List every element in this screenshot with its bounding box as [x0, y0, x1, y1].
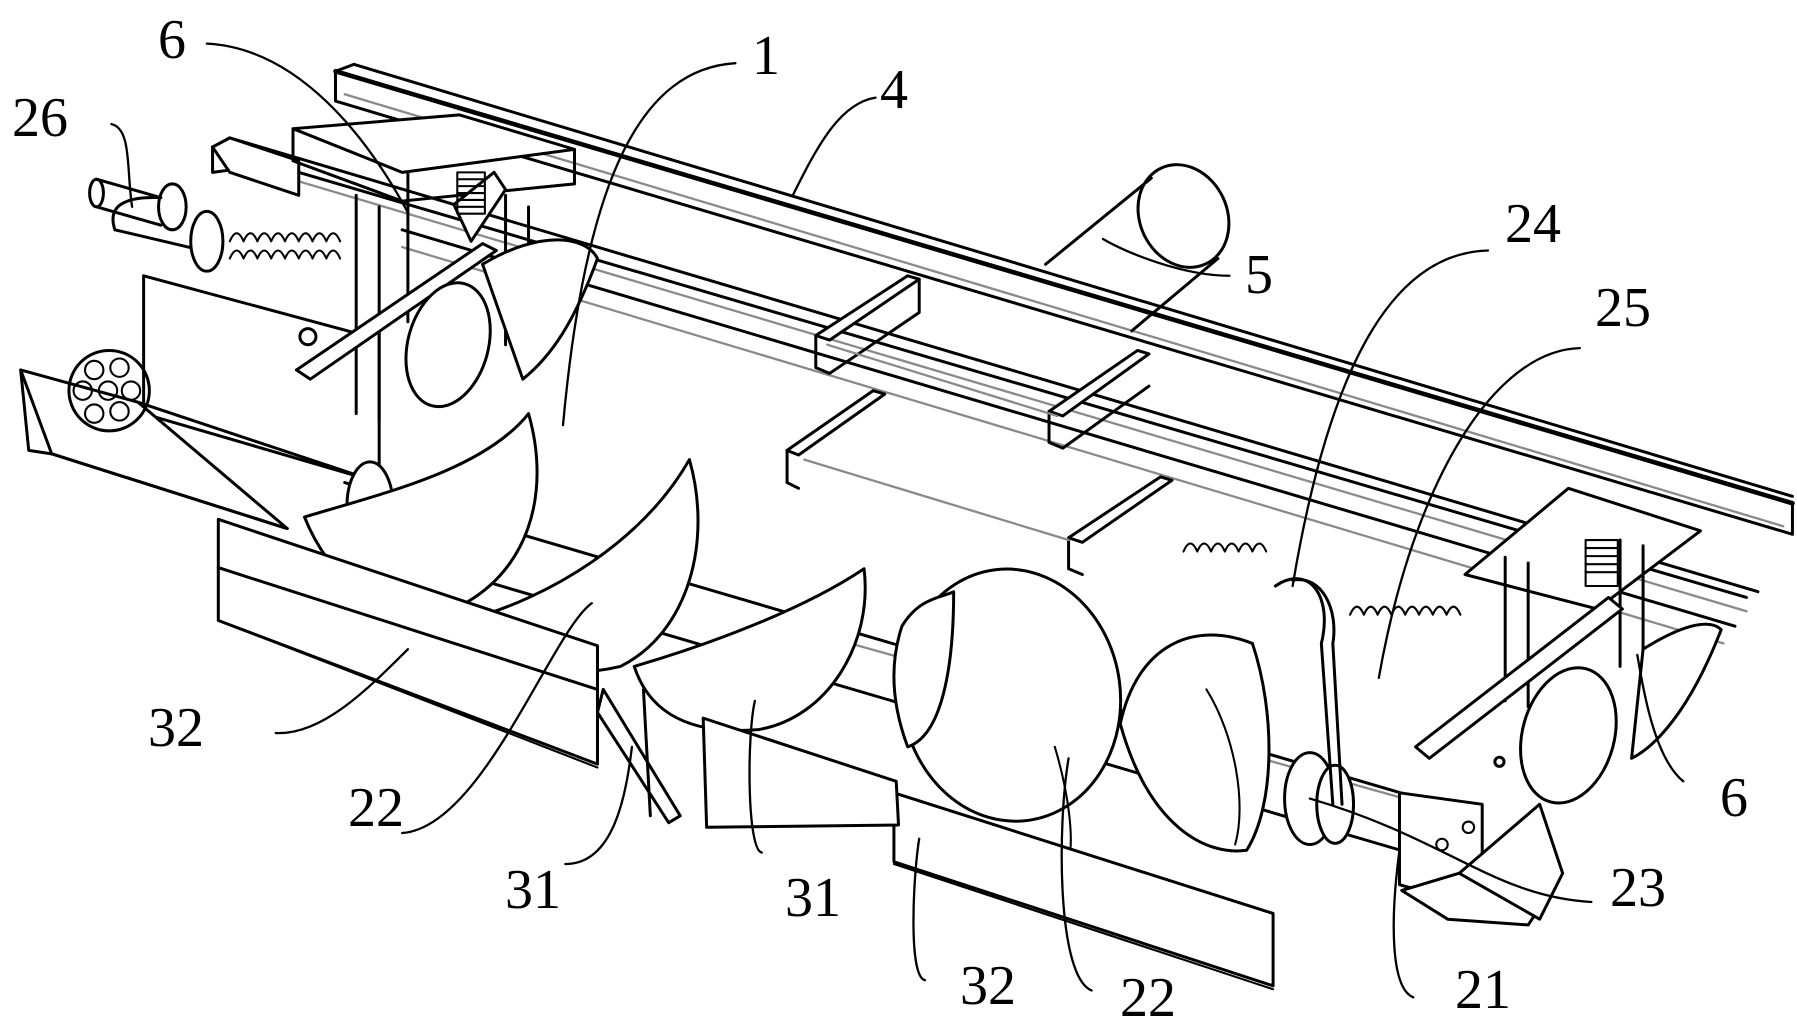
- label-6-left: 6: [158, 9, 186, 71]
- label-22-left: 22: [348, 777, 404, 839]
- side-guard-plates: [216, 517, 1275, 991]
- label-4: 4: [880, 59, 908, 121]
- label-32-left: 32: [148, 697, 204, 759]
- label-31-left: 31: [505, 859, 561, 921]
- input-shaft: [88, 177, 225, 273]
- label-1: 1: [752, 25, 780, 87]
- label-32-right: 32: [960, 955, 1016, 1017]
- label-22-right: 22: [1120, 967, 1176, 1029]
- label-31-center: 31: [785, 867, 841, 929]
- label-25: 25: [1595, 277, 1651, 339]
- helical-blades: [302, 412, 1271, 863]
- left-horizontal-spring: [228, 232, 342, 260]
- label-21: 21: [1455, 959, 1511, 1021]
- mounting-tube: [1044, 163, 1231, 333]
- left-vertical-spring: [456, 171, 486, 215]
- deflector-plates: [595, 687, 901, 829]
- label-26-shaft: 26: [12, 87, 68, 149]
- label-6-right: 6: [1720, 767, 1748, 829]
- label-5: 5: [1245, 244, 1273, 306]
- label-23: 23: [1610, 857, 1666, 919]
- right-vertical-spring: [1584, 538, 1619, 588]
- left-end-assembly: [19, 113, 599, 554]
- label-24: 24: [1505, 193, 1561, 255]
- leader-lines: [110, 42, 1685, 999]
- belt-drive: [1182, 542, 1462, 806]
- right-horizontal-spring: [1182, 542, 1462, 616]
- right-end-assembly: [1397, 486, 1723, 927]
- upper-frame-beam: [333, 62, 1795, 536]
- cross-members: [785, 274, 1174, 576]
